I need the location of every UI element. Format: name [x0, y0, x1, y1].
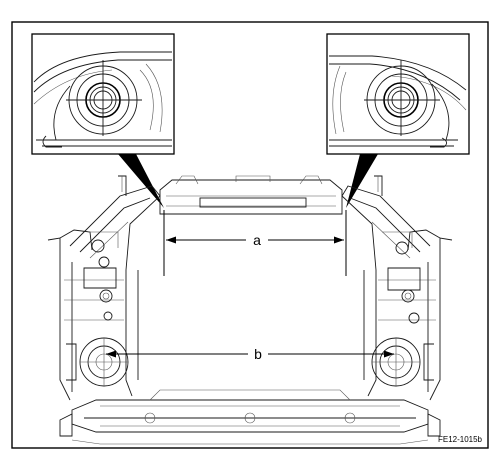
- callout-pointer-right: [346, 154, 378, 208]
- figure-code: FE12-1015b: [438, 435, 483, 444]
- detail-inset-left: [31, 33, 175, 155]
- dimension-a: [163, 210, 347, 276]
- dimension-a-label: a: [253, 232, 261, 248]
- callout-pointer-left: [118, 154, 164, 208]
- detail-inset-right: [326, 33, 470, 155]
- front-frame-drawing: [47, 175, 453, 445]
- dimension-b: [106, 350, 394, 358]
- dimension-b-label: b: [254, 346, 262, 362]
